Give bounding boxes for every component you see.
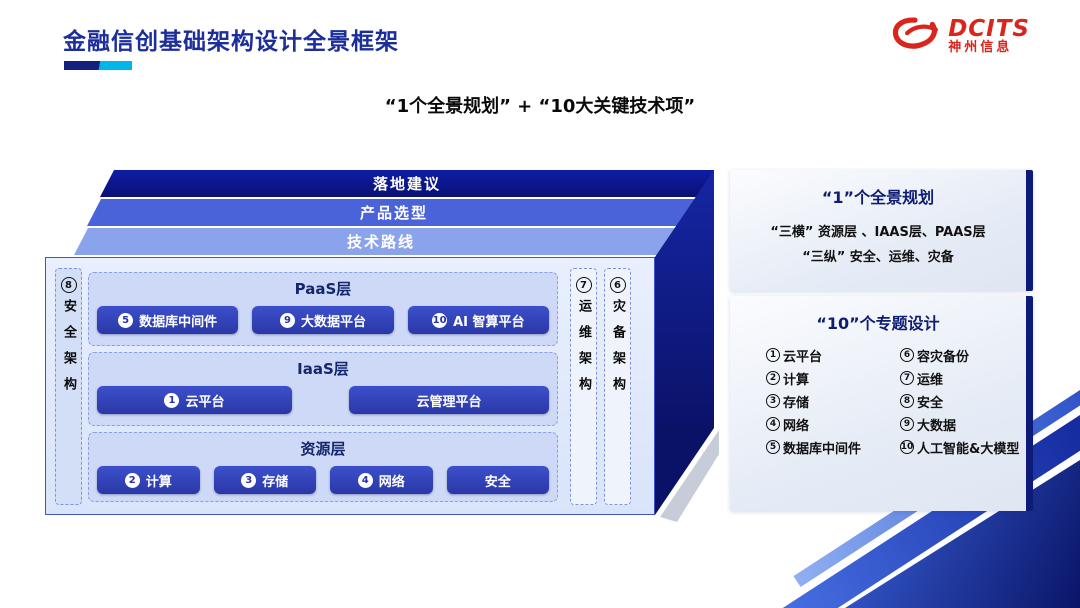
topic-number: 4	[766, 417, 780, 431]
panorama-plan-line: “三纵” 安全、运维、灾备	[802, 250, 954, 265]
topic-item: 4 网络	[766, 416, 878, 434]
topic-item: 5 数据库中间件	[766, 439, 878, 457]
topic-label: 计算	[783, 372, 810, 388]
topic-column-left: 1 云平台 2 计算 3 存储 4 网络 5 数据库中间件	[766, 347, 878, 457]
database-middleware-button: 5 数据库中间件	[97, 306, 239, 334]
dr-architecture-number: 6	[609, 277, 626, 293]
ai-platform-button: 10 AI 智算平台	[407, 306, 549, 334]
security-button: 安全	[446, 466, 549, 494]
item-number: 2	[124, 472, 140, 488]
topic-item: 1 云平台	[766, 347, 878, 365]
dr-architecture-strip: 6 灾备架构	[604, 268, 631, 505]
panorama-plan-title: “1”个全景规划	[821, 188, 935, 207]
security-architecture-number: 8	[60, 277, 77, 293]
item-number: 5	[118, 312, 134, 328]
topic-item: 9 大数据	[900, 416, 1019, 434]
topic-item: 7 运维	[900, 370, 1019, 388]
item-number: 9	[279, 312, 295, 328]
topic-label: 容灾备份	[917, 349, 970, 365]
topic-design-title: “10”个专题设计	[816, 314, 940, 333]
landing-advice-label: 落地建议	[372, 175, 441, 193]
item-label: 数据库中间件	[139, 314, 218, 330]
resource-section: 资源层 2 计算 3 存储 4 网络 安全	[88, 432, 558, 502]
logo-text: DCITS 神州信息	[948, 15, 1030, 56]
item-label: 计算	[145, 474, 172, 490]
paas-title: PaaS层	[294, 280, 352, 298]
item-number: 4	[357, 472, 373, 488]
ops-architecture-strip: 7 运维架构	[570, 268, 597, 505]
ops-architecture-number: 7	[575, 277, 592, 293]
title-underline	[64, 61, 132, 70]
topic-number: 9	[900, 417, 914, 431]
topic-item: 6 容灾备份	[900, 347, 1019, 365]
topic-item: 10 人工智能&大模型	[900, 439, 1020, 457]
topic-number: 5	[766, 440, 780, 454]
cloud-platform-button: 1 云平台	[97, 386, 292, 414]
topic-number: 7	[900, 371, 914, 385]
topic-label: 大数据	[917, 418, 957, 434]
resource-button-row: 2 计算 3 存储 4 网络 安全	[89, 466, 557, 494]
item-label: 网络	[378, 474, 405, 490]
topic-label: 运维	[917, 372, 944, 388]
topic-number: 1	[766, 348, 780, 362]
topic-label: 存储	[783, 395, 810, 411]
tech-route-bar: 技术路线	[74, 228, 688, 255]
topic-columns: 1 云平台 2 计算 3 存储 4 网络 5 数据库中间件	[730, 347, 1026, 457]
topic-number: 2	[766, 371, 780, 385]
item-label: 云管理平台	[416, 394, 482, 410]
panorama-plan-lines: “三横” 资源层 、IAAS层、PAAS层 “三纵” 安全、运维、灾备	[730, 220, 1026, 270]
panorama-plan-line: “三横” 资源层 、IAAS层、PAAS层	[770, 225, 986, 240]
resource-title: 资源层	[300, 440, 346, 458]
subtitle: “1个全景规划” + “10大关键技术项”	[384, 96, 696, 117]
item-label: AI 智算平台	[453, 314, 525, 330]
topic-item: 3 存储	[766, 393, 878, 411]
item-label: 存储	[262, 474, 289, 490]
topic-number: 3	[766, 394, 780, 408]
topic-label: 数据库中间件	[783, 441, 862, 457]
topic-column-right: 6 容灾备份 7 运维 8 安全 9 大数据 10 人工智能&大模型	[900, 347, 1020, 457]
topic-item: 8 安全	[900, 393, 1019, 411]
logo-company: 神州信息	[948, 40, 1013, 56]
compute-button: 2 计算	[97, 466, 200, 494]
item-label: 安全	[484, 474, 511, 490]
page-title: 金融信创基础架构设计全景框架	[63, 29, 399, 55]
item-number: 10	[432, 312, 448, 328]
bigdata-platform-button: 9 大数据平台	[252, 306, 394, 334]
topic-label: 人工智能&大模型	[917, 441, 1020, 457]
item-number: 1	[164, 392, 180, 408]
topic-number: 8	[900, 394, 914, 408]
cloud-mgmt-platform-button: 云管理平台	[349, 386, 549, 414]
dcits-swoosh-icon	[889, 14, 941, 58]
landing-advice-bar: 落地建议	[100, 170, 714, 197]
security-architecture-strip: 8 安全架构	[55, 268, 82, 505]
dr-architecture-label: 灾备架构	[610, 299, 625, 403]
logo-brand: DCITS	[948, 15, 1030, 42]
security-architecture-label: 安全架构	[61, 299, 76, 403]
topic-label: 网络	[783, 418, 810, 434]
paas-button-row: 5 数据库中间件 9 大数据平台 10 AI 智算平台	[89, 306, 557, 334]
topic-design-panel: “10”个专题设计 1 云平台 2 计算 3 存储 4 网络	[730, 296, 1033, 511]
iaas-section: IaaS层 1 云平台 云管理平台	[88, 352, 558, 426]
dcits-logo: DCITS 神州信息	[889, 14, 1030, 58]
product-selection-bar: 产品选型	[87, 199, 701, 226]
product-selection-label: 产品选型	[359, 204, 428, 222]
iaas-button-row: 1 云平台 云管理平台	[89, 386, 557, 414]
item-label: 大数据平台	[300, 314, 366, 330]
topic-label: 云平台	[783, 349, 823, 365]
iaas-title: IaaS层	[297, 360, 349, 378]
item-number: 3	[241, 472, 257, 488]
topic-item: 2 计算	[766, 370, 878, 388]
network-button: 4 网络	[330, 466, 433, 494]
storage-button: 3 存储	[213, 466, 316, 494]
paas-section: PaaS层 5 数据库中间件 9 大数据平台 10 AI 智算平台	[88, 272, 558, 346]
item-label: 云平台	[185, 394, 225, 410]
panorama-plan-panel: “1”个全景规划 “三横” 资源层 、IAAS层、PAAS层 “三纵” 安全、运…	[730, 170, 1033, 291]
ops-architecture-label: 运维架构	[576, 299, 591, 403]
topic-label: 安全	[917, 395, 944, 411]
topic-number: 6	[900, 348, 914, 362]
tech-route-label: 技术路线	[346, 233, 415, 251]
topic-number: 10	[900, 440, 914, 454]
